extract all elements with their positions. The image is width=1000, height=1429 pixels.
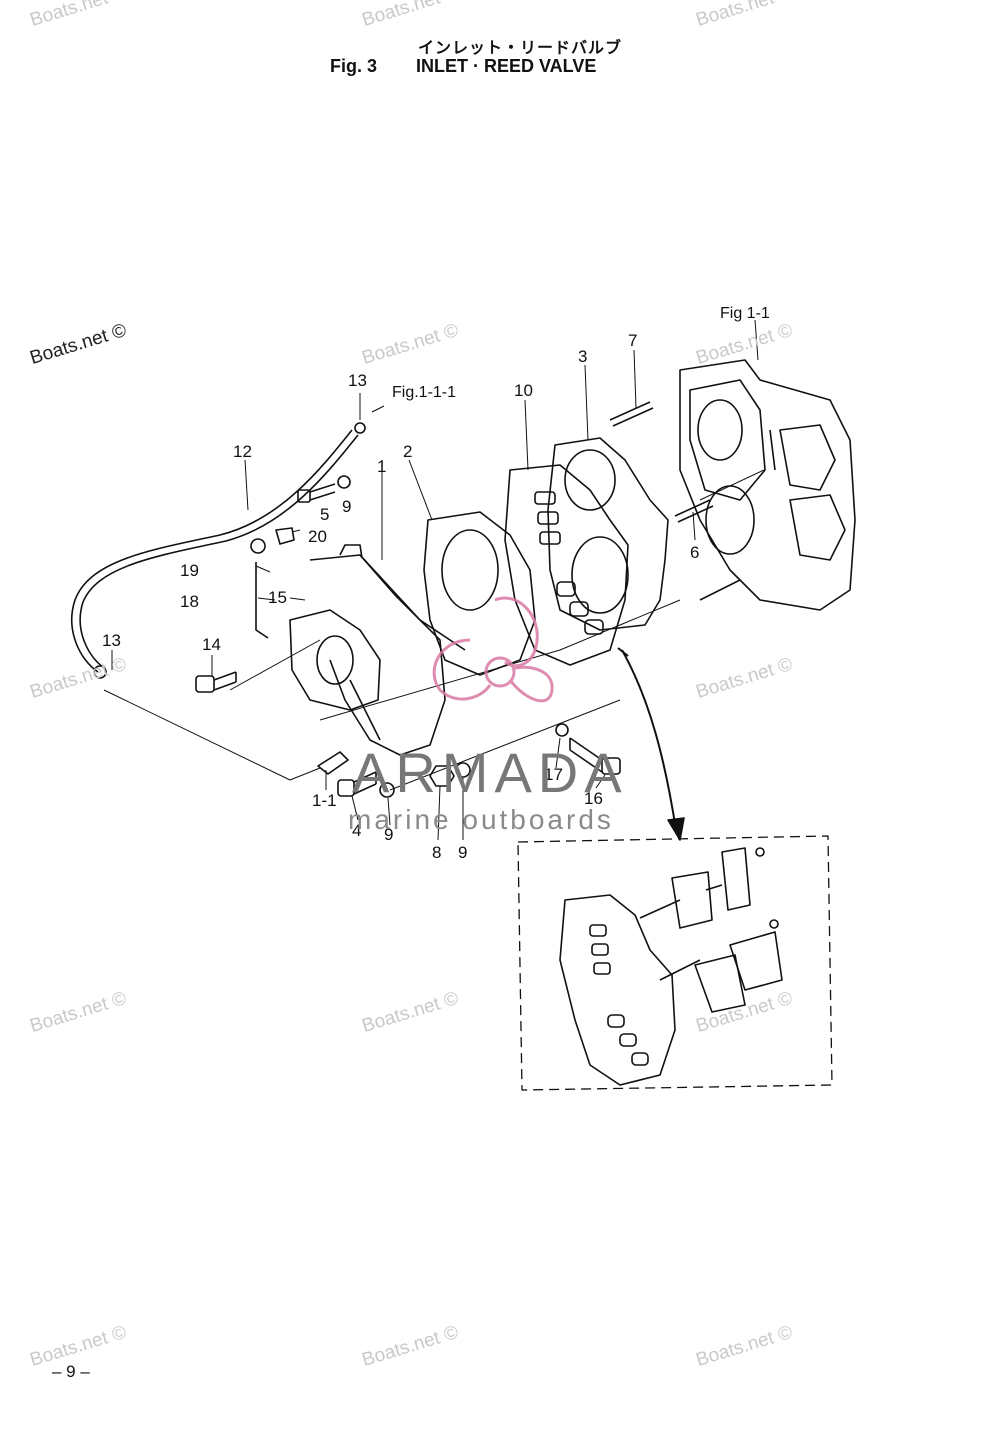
clip-part-13b bbox=[93, 665, 107, 679]
armada-logo-mark bbox=[432, 596, 554, 703]
stud-part-7 bbox=[609, 401, 654, 427]
brand-name: ARMADA bbox=[352, 741, 628, 804]
callout-18: 18 bbox=[180, 592, 199, 611]
callout-16: 16 bbox=[584, 789, 603, 808]
detail-arrow bbox=[621, 649, 677, 831]
bolt-part-14 bbox=[195, 671, 237, 693]
title-japanese: インレット・リードバルブ bbox=[418, 38, 623, 57]
fitting-part-1-1 bbox=[317, 751, 349, 775]
callout-9c: 9 bbox=[458, 843, 467, 862]
callout-9b: 9 bbox=[384, 825, 393, 844]
callout-19: 19 bbox=[180, 561, 199, 580]
callouts: 1 2 3 4 5 6 7 8 9 9 9 10 12 13 13 14 15 … bbox=[102, 305, 770, 862]
callout-5: 5 bbox=[320, 505, 329, 524]
callout-14: 14 bbox=[202, 635, 221, 654]
figure-title: INLET · REED VALVE bbox=[416, 56, 597, 76]
washer-part-9c bbox=[455, 762, 471, 778]
callout-2: 2 bbox=[403, 442, 412, 461]
callout-9a: 9 bbox=[342, 497, 351, 516]
reference-fig-1-1: Fig 1-1 bbox=[720, 305, 770, 322]
arrow-fig-1-1-1 bbox=[371, 405, 385, 413]
wrench-part-18 bbox=[255, 562, 269, 639]
fitting-part-19 bbox=[250, 538, 266, 554]
nut-part-8 bbox=[429, 765, 455, 787]
reference-fig-1-1-1: Fig.1-1-1 bbox=[392, 384, 456, 401]
washer-part-17 bbox=[555, 723, 569, 737]
callout-15: 15 bbox=[268, 588, 287, 607]
callout-20: 20 bbox=[308, 527, 327, 546]
gasket-part-2 bbox=[423, 511, 536, 676]
callout-3: 3 bbox=[578, 347, 587, 366]
stud-part-6 bbox=[674, 499, 714, 523]
detail-reed-plate bbox=[559, 894, 701, 1086]
gasket-part-3 bbox=[547, 437, 669, 631]
washer-part-9b bbox=[379, 782, 395, 798]
screw-part-20 bbox=[275, 527, 295, 545]
callout-17: 17 bbox=[544, 765, 563, 784]
reed-plate-part-10 bbox=[504, 464, 629, 666]
callout-1: 1 bbox=[377, 457, 386, 476]
bolt-part-5 bbox=[297, 483, 336, 503]
detail-box bbox=[517, 835, 833, 1091]
callout-4: 4 bbox=[352, 821, 361, 840]
figure-number: Fig. 3 bbox=[330, 56, 378, 76]
bolt-part-4 bbox=[337, 771, 377, 797]
crankcase-part bbox=[679, 359, 856, 611]
intake-part-1 bbox=[289, 544, 466, 756]
brand-tagline: marine outboards bbox=[348, 804, 614, 835]
callout-8: 8 bbox=[432, 843, 441, 862]
leader-lines bbox=[103, 319, 765, 841]
callout-13b: 13 bbox=[102, 631, 121, 650]
callout-13a: 13 bbox=[348, 371, 367, 390]
washer-part-9a bbox=[337, 475, 351, 489]
clip-part-13a bbox=[354, 422, 366, 434]
detail-reed-valve-a bbox=[671, 847, 765, 929]
page-number: – 9 – bbox=[52, 1362, 90, 1381]
callout-12: 12 bbox=[233, 442, 252, 461]
callout-7: 7 bbox=[628, 331, 637, 350]
callout-1-1: 1-1 bbox=[312, 791, 337, 810]
detail-reed-valve-b bbox=[694, 919, 783, 1013]
callout-6: 6 bbox=[690, 543, 699, 562]
bolt-part-16 bbox=[569, 737, 621, 775]
callout-10: 10 bbox=[514, 381, 533, 400]
